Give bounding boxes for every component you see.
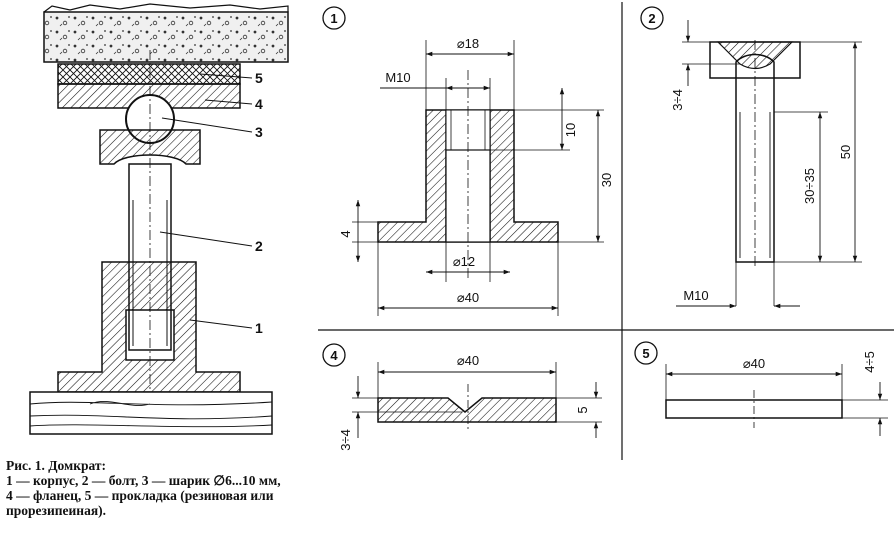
figure-caption: Рис. 1. Домкрат: 1 — корпус, 2 — болт, 3… — [6, 458, 426, 518]
panel-2-bolt: 3÷4 50 30÷35 M10 — [670, 20, 862, 309]
callout-2: 2 — [255, 238, 263, 254]
callout-3: 3 — [255, 124, 263, 140]
panel-numbers: 1 2 4 5 — [322, 6, 664, 367]
dim-diameter-12: ⌀12 — [453, 254, 475, 269]
callout-1: 1 — [255, 320, 263, 336]
panel-4-flange: ⌀40 5 3÷4 — [338, 353, 602, 451]
panel-1-number: 1 — [330, 11, 337, 26]
dim-thickness-4-5: 4÷5 — [862, 351, 877, 373]
dim-diameter-18: ⌀18 — [457, 36, 479, 51]
gasket-part-5 — [57, 63, 241, 85]
dim-height-30: 30 — [599, 173, 614, 187]
dim-recess-3-4: 3÷4 — [338, 429, 353, 451]
dim-diameter-40-body: ⌀40 — [457, 290, 479, 305]
caption-line-2: 1 — корпус, 2 — болт, 3 — шарик ∅6...10 … — [6, 473, 281, 488]
dim-diameter-40-flange: ⌀40 — [457, 353, 479, 368]
dim-length-50: 50 — [838, 145, 853, 159]
dim-height-10: 10 — [563, 123, 578, 137]
callout-5: 5 — [255, 70, 263, 86]
dim-cup-3-4: 3÷4 — [670, 89, 685, 111]
panel-5-gasket: ⌀40 4÷5 — [665, 351, 888, 436]
panel-1-body-part: ⌀18 M10 10 30 4 ⌀12 ⌀40 — [338, 36, 614, 316]
caption-line-3: 4 — фланец, 5 — прокладка (резиновая или — [6, 488, 274, 503]
dim-thread-m10-body: M10 — [385, 70, 410, 85]
concrete-ceiling — [43, 11, 289, 63]
dim-flange-4: 4 — [338, 230, 353, 237]
panel-4-number: 4 — [330, 348, 338, 363]
dim-thickness-5: 5 — [575, 406, 590, 413]
dim-thread-30-35: 30÷35 — [802, 168, 817, 204]
assembly-view — [29, 3, 289, 435]
wood-base — [29, 391, 273, 435]
caption-line-4: прорезипеиная). — [6, 503, 106, 518]
panel-5-number: 5 — [642, 346, 649, 361]
dim-thread-m10-bolt: M10 — [683, 288, 708, 303]
panel-2-number: 2 — [648, 11, 655, 26]
callouts: 5 4 3 2 1 — [159, 70, 263, 336]
callout-4: 4 — [255, 96, 263, 112]
caption-title: Рис. 1. Домкрат: — [6, 458, 107, 473]
dim-diameter-40-gasket: ⌀40 — [743, 356, 765, 371]
